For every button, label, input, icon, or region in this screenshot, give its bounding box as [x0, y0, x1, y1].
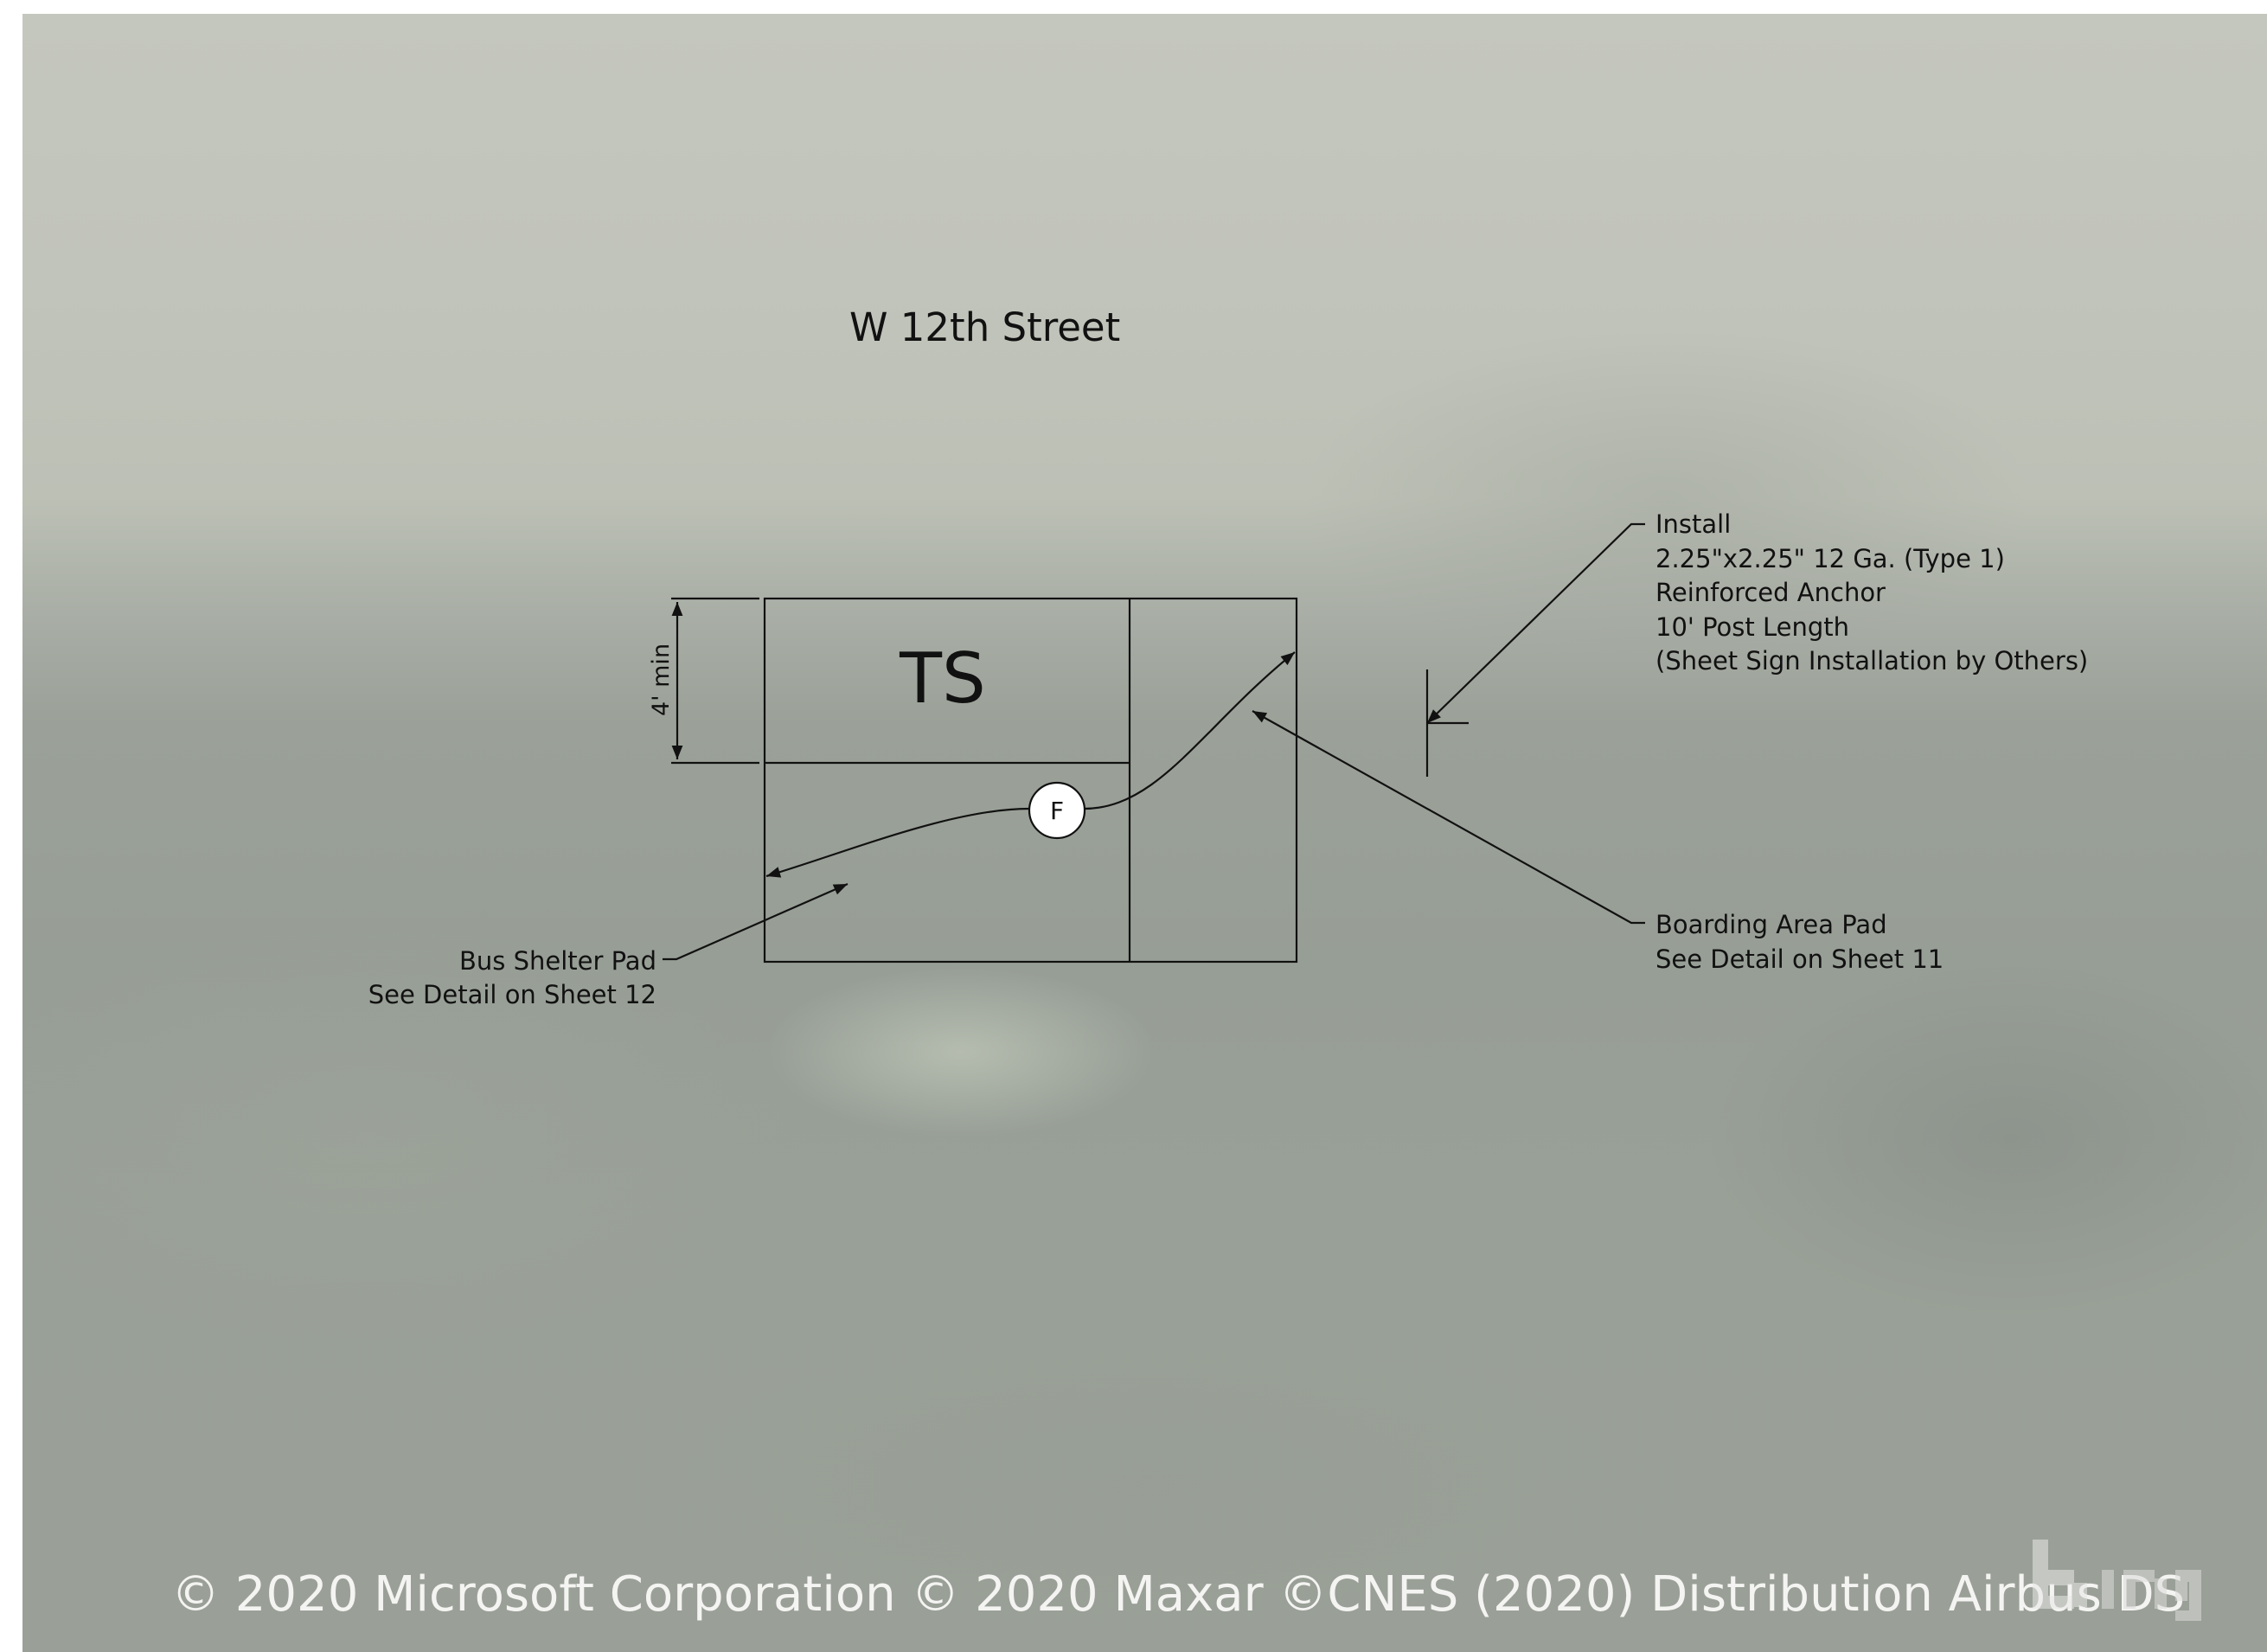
install-line-3: Reinforced Anchor: [1655, 578, 1886, 607]
aerial-photo-background: [22, 14, 2267, 1652]
pad-outline: [763, 597, 1298, 964]
boarding-pad-line-1: Boarding Area Pad: [1655, 910, 1887, 939]
install-line-5: (Sheet Sign Installation by Others): [1655, 646, 2088, 676]
bing-logo-watermark: [2033, 1540, 2201, 1621]
feature-marker-f: F: [765, 651, 1296, 878]
marker-circle: [1028, 781, 1086, 840]
sign-post-symbol: [1425, 669, 1469, 777]
shelter-pad-leader: [663, 882, 849, 961]
marker-leader-right: [1083, 651, 1296, 810]
shelter-pad-line-2: See Detail on Sheet 12: [368, 980, 656, 1009]
overall-pad-rect: [763, 597, 1298, 964]
street-label: W 12th Street: [849, 304, 1120, 350]
dimension-label: 4' min: [648, 644, 675, 716]
marker-label: F: [1050, 797, 1064, 825]
boarding-pad-callout: Boarding Area Pad See Detail on Sheet 11: [1252, 710, 1944, 974]
marker-leader-left: [765, 807, 1030, 878]
boarding-pad-line-2: See Detail on Sheet 11: [1655, 944, 1944, 974]
install-line-4: 10' Post Length: [1655, 612, 1849, 642]
shelter-pad-line-1: Bus Shelter Pad: [459, 946, 656, 976]
install-leader: [1426, 522, 1645, 724]
shelter-pad-callout: Bus Shelter Pad See Detail on Sheet 12: [368, 882, 849, 1009]
dimension-4ft-min: 4' min: [648, 597, 759, 765]
install-line-1: Install: [1655, 509, 1731, 539]
boarding-pad-leader: [1252, 710, 1645, 925]
install-callout: Install 2.25"x2.25" 12 Ga. (Type 1) Rein…: [1426, 509, 2088, 724]
shelter-label: TS: [899, 638, 986, 719]
imagery-copyright: © 2020 Microsoft Corporation © 2020 Maxa…: [171, 1566, 2185, 1623]
install-line-2: 2.25"x2.25" 12 Ga. (Type 1): [1655, 544, 2005, 573]
